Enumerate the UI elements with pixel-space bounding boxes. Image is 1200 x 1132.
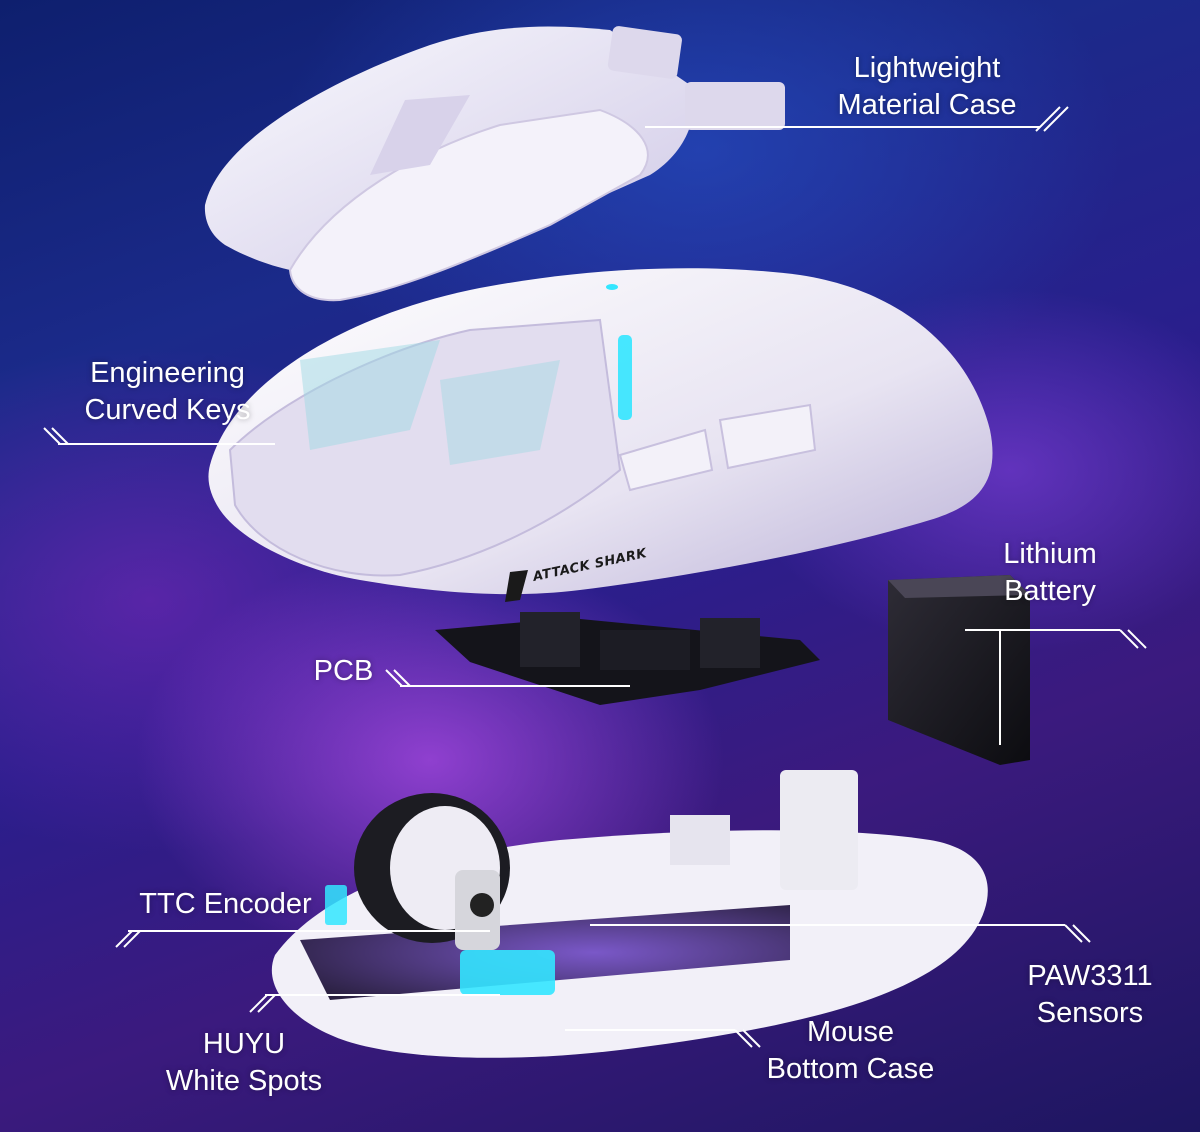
label-line: PCB [313, 655, 374, 687]
label-line: Lithium [1003, 538, 1097, 570]
label-line: Bottom Case [766, 1053, 935, 1085]
lithium-battery [888, 575, 1030, 765]
label-line: Lightweight [853, 52, 1001, 84]
leader-lines [43, 106, 1147, 1048]
label-huyu-white-spots: HUYU White Spots [160, 1026, 328, 1100]
label-engineering-curved-keys: Engineering Curved Keys [70, 355, 265, 429]
label-line: TTC Encoder [139, 888, 312, 920]
mouse-shell-body [208, 268, 993, 602]
label-line: PAW3311 [1027, 960, 1153, 992]
label-line: Engineering [90, 357, 245, 389]
label-ttc-encoder: TTC Encoder [133, 886, 318, 923]
label-lithium-battery: Lithium Battery [990, 536, 1110, 610]
huyu-switches [325, 885, 555, 995]
label-line: Curved Keys [84, 394, 251, 426]
pcb-board [435, 612, 820, 705]
label-lightweight-material-case: Lightweight Material Case [832, 50, 1022, 124]
label-line: Mouse [806, 1016, 895, 1048]
top-case-shell [204, 26, 785, 302]
label-line: HUYU [202, 1028, 286, 1060]
label-line: Sensors [1036, 997, 1144, 1029]
label-mouse-bottom-case: Mouse Bottom Case [758, 1014, 943, 1088]
label-pcb: PCB [306, 653, 381, 690]
label-line: Material Case [837, 89, 1017, 121]
label-line: White Spots [165, 1065, 323, 1097]
label-paw3311-sensors: PAW3311 Sensors [1020, 958, 1160, 1032]
label-line: Battery [1004, 575, 1096, 607]
